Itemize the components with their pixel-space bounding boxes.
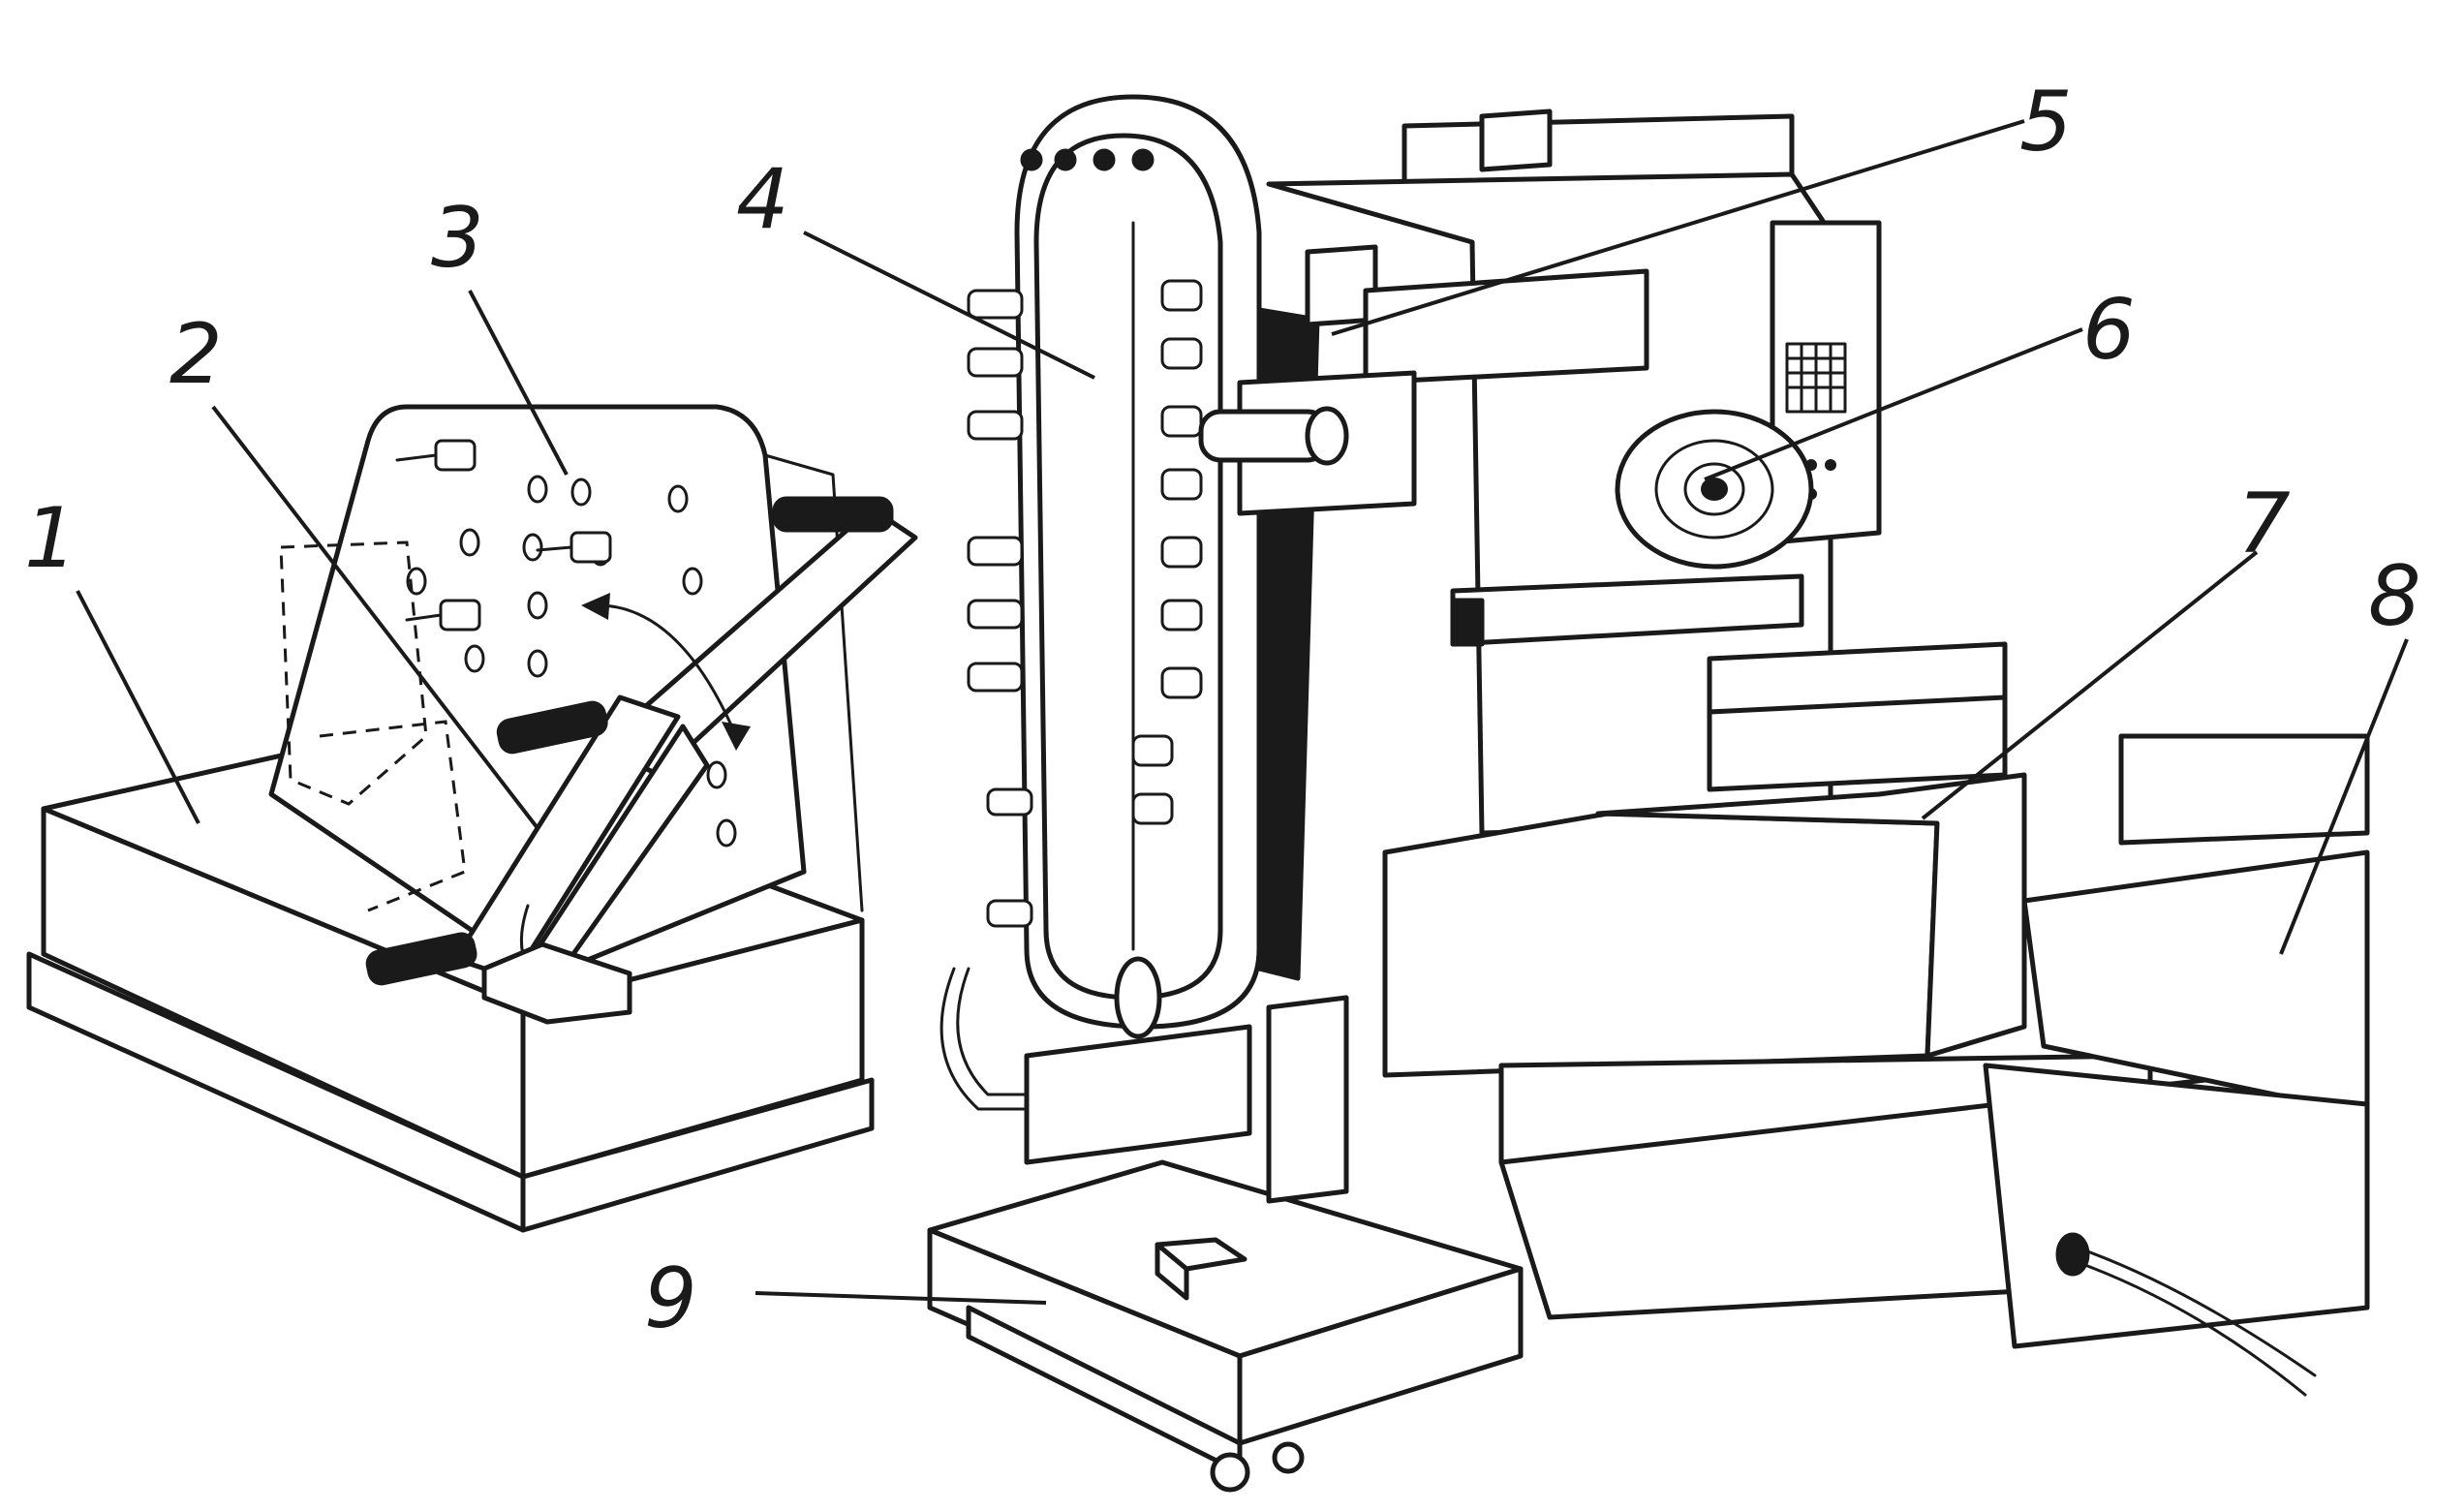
callout-5: 5: [2019, 74, 2073, 170]
chip-tray-cart: [927, 995, 1524, 1493]
chain-tool-magazine: [939, 94, 1320, 1111]
callout-9: 9: [644, 1250, 697, 1347]
callout-6: 6: [2082, 282, 2136, 379]
callout-4: 4: [736, 151, 789, 248]
rotary-disc: [1615, 409, 1814, 570]
spindle-head: [1198, 244, 1649, 516]
callout-2: 2: [169, 306, 223, 403]
callout-labels: 1 2 3 4 5 6 7 8 9: [24, 74, 2421, 1347]
pallet-shuttle: [1983, 733, 2370, 1397]
callout-1: 1: [24, 490, 77, 587]
tool-rack-panel: [268, 404, 864, 981]
tool-transfer-arm: [365, 496, 918, 1025]
callout-7: 7: [2237, 476, 2291, 572]
callout-leaders: [76, 119, 2409, 1305]
base-stand: [26, 733, 875, 1233]
callout-3: 3: [431, 190, 484, 287]
callout-8: 8: [2368, 548, 2421, 645]
machine-column: [1266, 108, 1882, 836]
